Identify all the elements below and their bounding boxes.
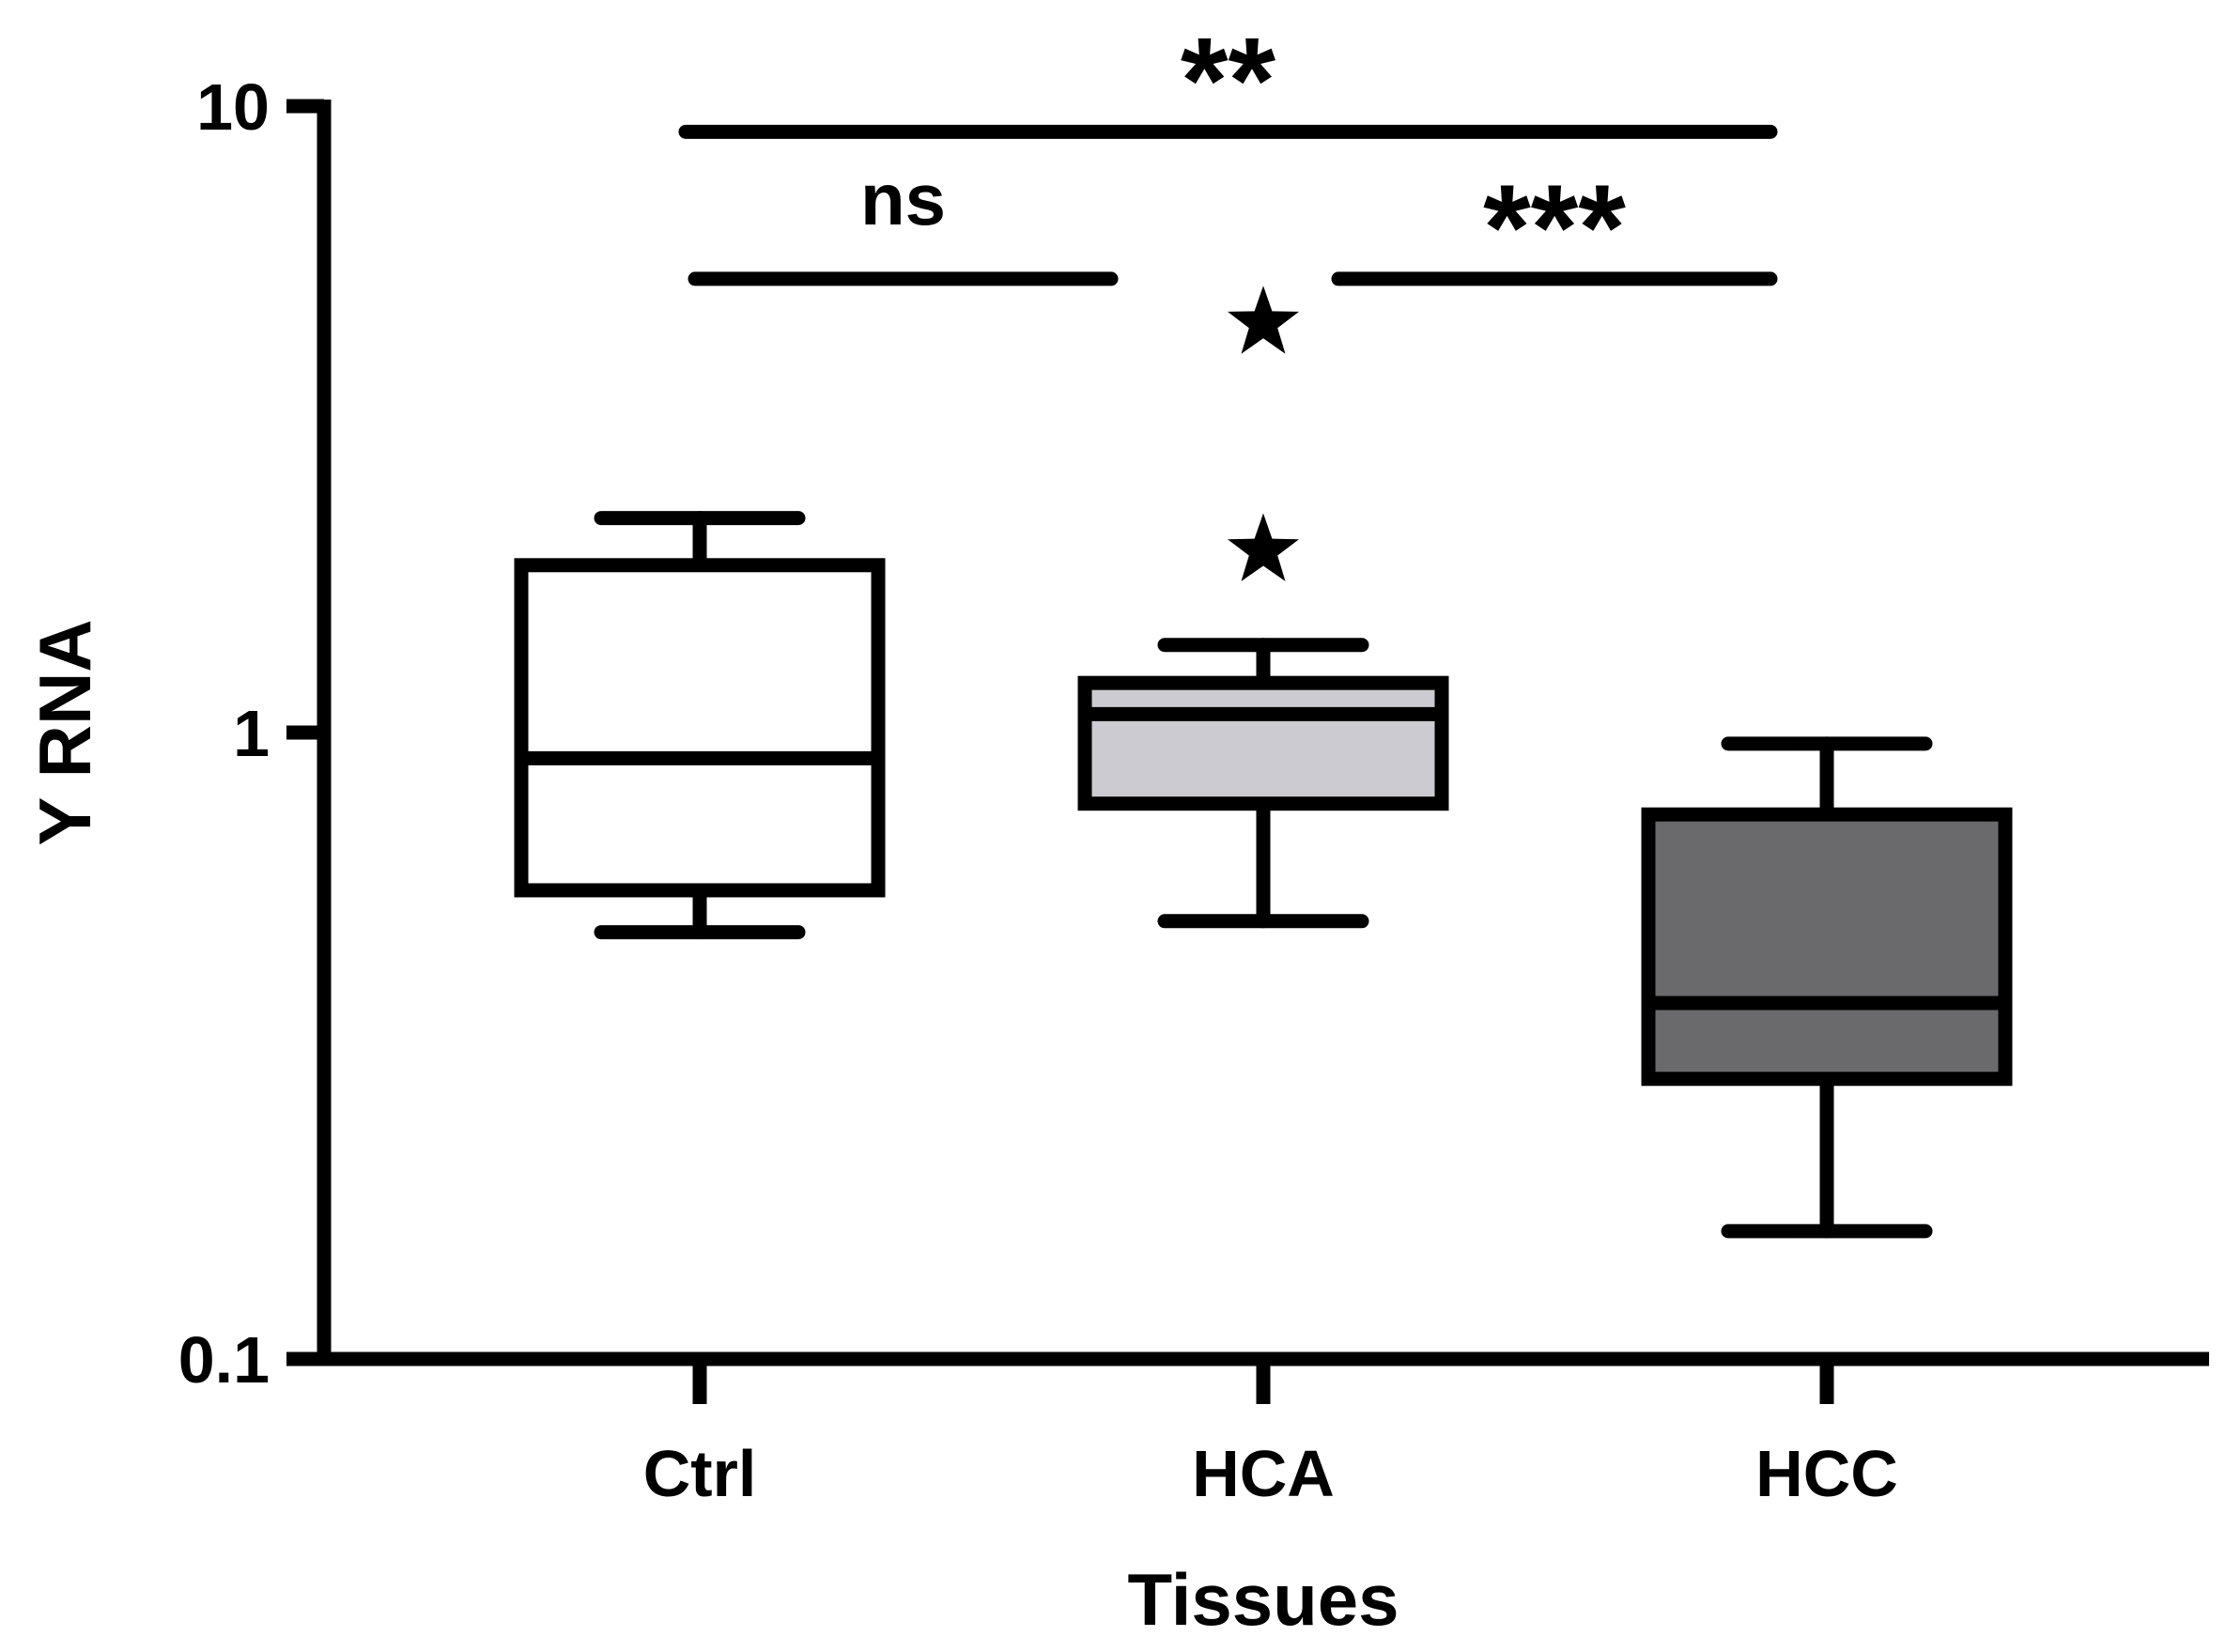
y-tick-labels: 0.1 1 10 [178,70,270,1397]
box-hca [1077,638,1449,929]
x-tick-labels: Ctrl HCA HCC [643,1437,1898,1510]
outlier-points [1228,286,1299,581]
significance-1: ns [688,158,1119,286]
box-iqr [514,558,886,898]
significance-3: ** [678,11,1778,148]
significance-label: ** [1181,11,1276,148]
y-axis-label: Y RNA [23,619,106,845]
box-hcc [1641,736,2013,1239]
box-series [514,511,2013,1239]
box-iqr [1077,675,1449,811]
x-axis-label: Tissues [1127,1558,1399,1641]
significance-label: *** [1483,159,1626,296]
y-tick-label: 10 [196,70,270,144]
outlier-star [1228,286,1299,354]
box-ctrl [514,511,886,940]
axes [286,99,2209,1404]
significance-label: ns [860,158,946,240]
y-tick-label: 1 [233,697,270,770]
significance-2: *** [1331,159,1778,296]
outlier-star [1228,513,1299,581]
y-tick-label: 0.1 [178,1323,270,1397]
x-tick-label: HCC [1755,1437,1898,1510]
significance-annotations: ns***** [678,11,1778,296]
box-iqr [1641,807,2013,1087]
x-tick-label: Ctrl [643,1437,757,1510]
x-tick-label: HCA [1192,1437,1335,1510]
